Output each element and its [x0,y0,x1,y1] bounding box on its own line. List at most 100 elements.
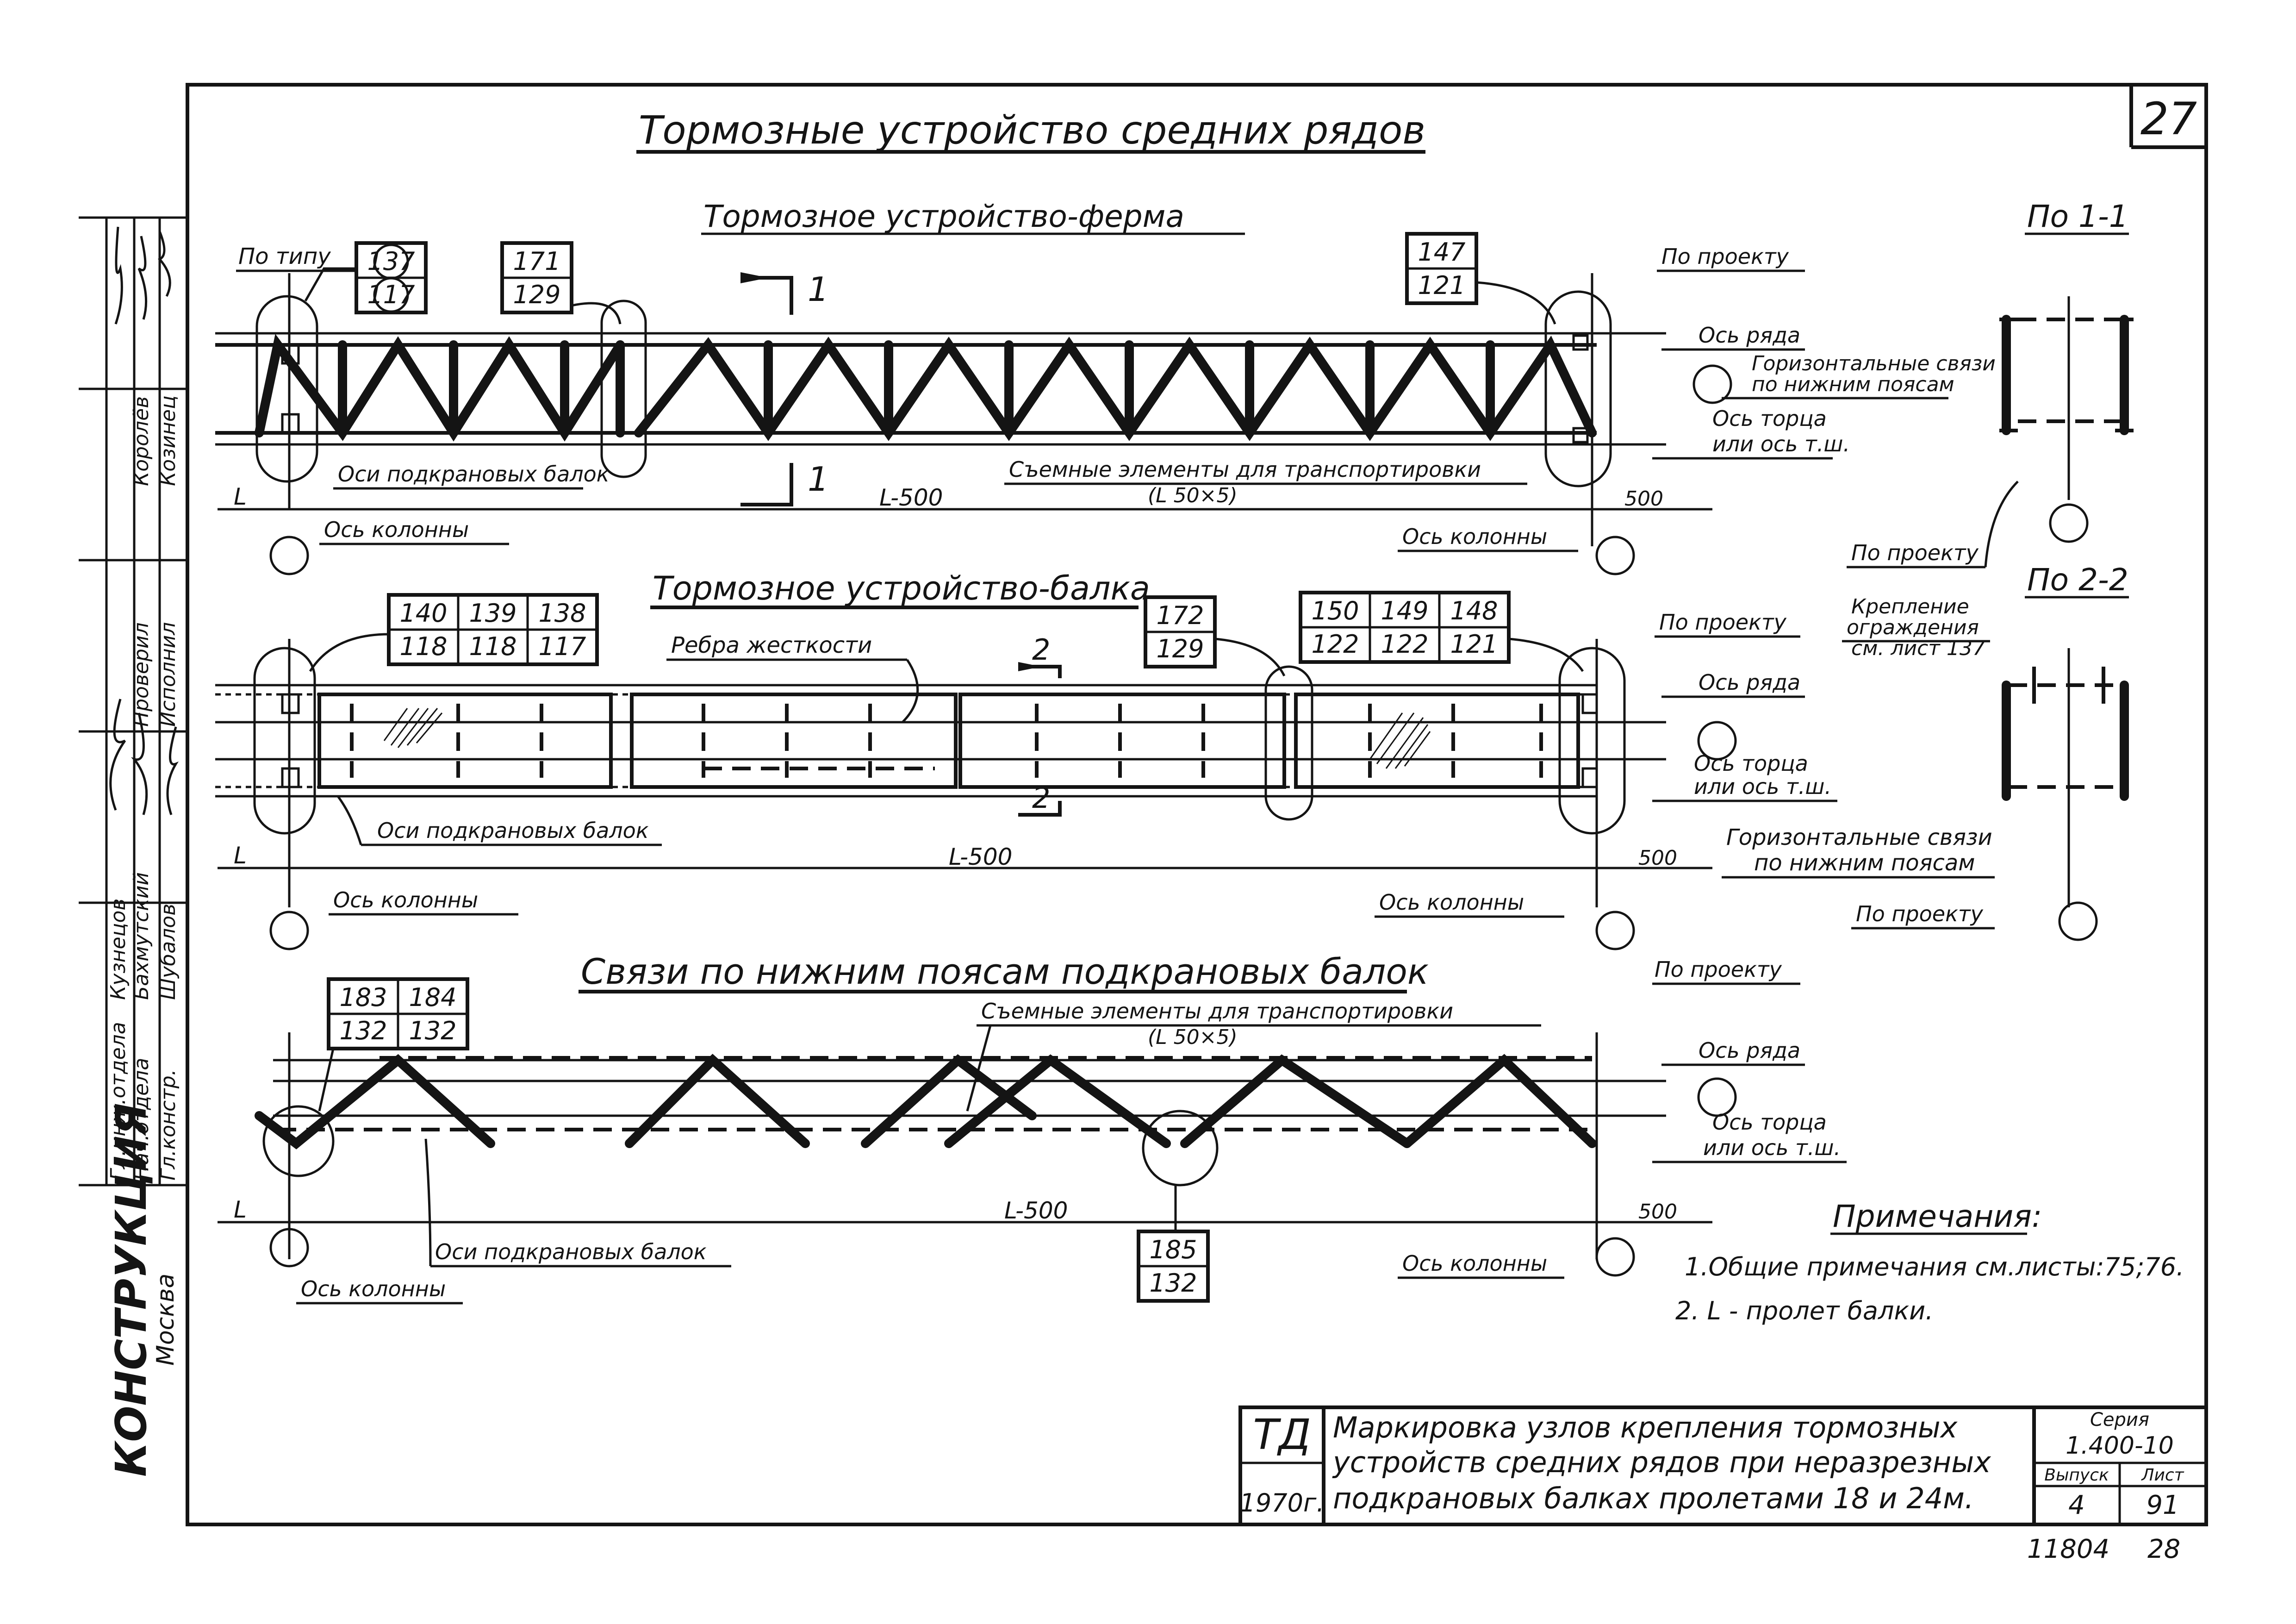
beam-marker-1-top: 140 [399,599,447,628]
ties-marker-1-bottom: 132 [339,1016,387,1045]
section-1-1-circle [2049,503,2089,543]
truss-dim-500: 500 [1624,487,1663,511]
section-1-bottom [740,463,793,506]
ties-title: Связи по нижним поясам подкрановых балок [581,951,1429,992]
truss-dim-L500: L-500 [879,484,943,511]
beam-marker-7-top: 148 [1450,596,1498,625]
beam-hatch-1 [383,708,443,748]
section-1-top [740,276,793,315]
title-block [1238,1405,2208,1526]
ties-dim-L500: L-500 [1004,1197,1068,1224]
section-2-bottom-label: 2 [1032,781,1050,815]
beam-node-mid [1264,665,1313,821]
truss-column-circle-right [1595,536,1635,575]
ties-crane-beam-axes: Оси подкрановых балок [435,1239,707,1264]
truss-row-axis-circle [1692,364,1732,404]
beam-os-tortsa-2: или ось т.ш. [1694,774,1831,799]
beam-marker-2-top: 139 [469,599,516,628]
ties-profile: (L 50×5) [1148,1025,1238,1049]
truss-os-tortsa: Ось торца [1712,406,1827,431]
beam-node-left [253,647,316,835]
sheet-value: 91 [2146,1490,2179,1520]
beam-column-axis-right: Ось колонны [1379,890,1524,915]
truss-column-circle-left [269,536,309,575]
truss-removable: Съемные элементы для транспортировки [1009,457,1481,482]
beam-view: Тормозное устройство-балка [215,569,1837,950]
side-role-5: Исполнил [156,622,180,727]
ties-marker-2-top: 184 [409,983,456,1012]
truss-node-mid [600,300,647,478]
series-label: Серия [2090,1409,2149,1430]
side-role-1: Гл.инж.отдела [106,1022,130,1181]
section-2-bottom [1018,801,1062,817]
section-1-1: По 1-1 По проекту [1847,199,2134,568]
stamp-year: 1970г. [1240,1488,1325,1518]
truss-dim-L: L [234,483,247,510]
ties-marker-2-bottom: 132 [409,1016,456,1045]
note-2: 2. L - пролет балки. [1675,1296,1933,1325]
beam-hatch-2 [1369,712,1431,769]
ties-os-tortsa-2: или ось т.ш. [1703,1135,1841,1160]
truss-node-right [1544,290,1612,487]
section-1-bottom-label: 1 [808,460,829,499]
truss-column-axis-left: Ось колонны [324,517,469,542]
beam-marker-group-3 [1299,591,1511,664]
sheet-frame [186,83,2208,1526]
ties-column-axis-left: Ось колонны [301,1276,446,1301]
beam-panel-3 [958,693,1286,789]
truss-column-axis-right: Ось колонны [1402,524,1547,549]
beam-marker-4-bottom: 129 [1156,634,1204,663]
stamp-title-3: подкрановых балках пролетами 18 и 24м. [1333,1481,1974,1515]
ties-dim-500: 500 [1638,1200,1677,1224]
beam-dim-L500: L-500 [949,843,1012,870]
beam-column-circle-right [1595,911,1635,950]
sheet-label: Лист [2140,1466,2184,1485]
truss-crane-beam-axes: Оси подкрановых балок [338,462,610,487]
beam-leader-3 [1508,637,1584,672]
section-2-top-label: 2 [1032,633,1050,667]
ties-view: Связи по нижним поясам подкрановых балок… [218,951,1847,1305]
notes-title: Примечания: [1833,1199,2042,1234]
side-name-1: Кузнецов [106,899,130,1000]
truss-marker-1-top: 137 [367,247,415,276]
beam-marker-7-bottom: 121 [1450,630,1498,659]
beam-dim-L: L [234,842,247,869]
beam-dim-500: 500 [1638,846,1677,870]
section-1-top-label: 1 [808,270,829,309]
beam-marker-5-bottom: 122 [1311,630,1359,659]
signature-2 [109,699,179,815]
section-2-2-horiz-ties-2: по нижним поясам [1754,850,1975,876]
signature-1 [114,226,171,325]
org-code: ТД [1253,1411,1311,1459]
beam-panel-1 [317,693,613,789]
truss-title: Тормозное устройство-ферма [703,199,1184,234]
side-name-3: Шубалов [156,904,180,1000]
truss-marker-3-bottom: 121 [1418,271,1465,300]
ties-row-axis-circle [1697,1077,1737,1117]
ties-diagonals-5 [1180,1054,1412,1148]
main-title: Тормозные устройство средних рядов [639,107,1425,153]
section-2-2-circle [2058,901,2098,941]
ties-os-tortsa: Ось торца [1712,1110,1827,1135]
beam-marker-5-top: 150 [1311,596,1359,625]
ties-node-mid [1142,1110,1219,1187]
side-name-5: Козинец [156,395,180,486]
side-role-3: Гл.констр. [156,1069,180,1181]
beam-column-circle-left [269,911,309,950]
truss-marker-1 [355,241,428,314]
section-2-2-horiz-ties: Горизонтальные связи [1726,824,1992,850]
side-role-4: Проверил [130,622,153,727]
stamp-title-1: Маркировка узлов крепления тормозных [1333,1411,1958,1444]
truss-view: Тормозное устройство-ферма [215,199,1996,575]
truss-marker-3 [1405,232,1478,305]
beam-stiffeners [350,704,1543,778]
side-role-2: Нач.отдела [130,1058,153,1181]
truss-node-left [255,295,318,483]
beam-node-right [1558,647,1626,835]
beam-column-axis-left: Ось колонны [333,887,478,912]
section-1-1-title: По 1-1 [2027,199,2128,234]
truss-horiz-ties-2: по нижним поясам [1752,373,1954,396]
truss-marker-3-top: 147 [1418,237,1465,267]
ties-dim-L: L [234,1196,247,1223]
beam-row-axis-circle [1697,721,1737,761]
